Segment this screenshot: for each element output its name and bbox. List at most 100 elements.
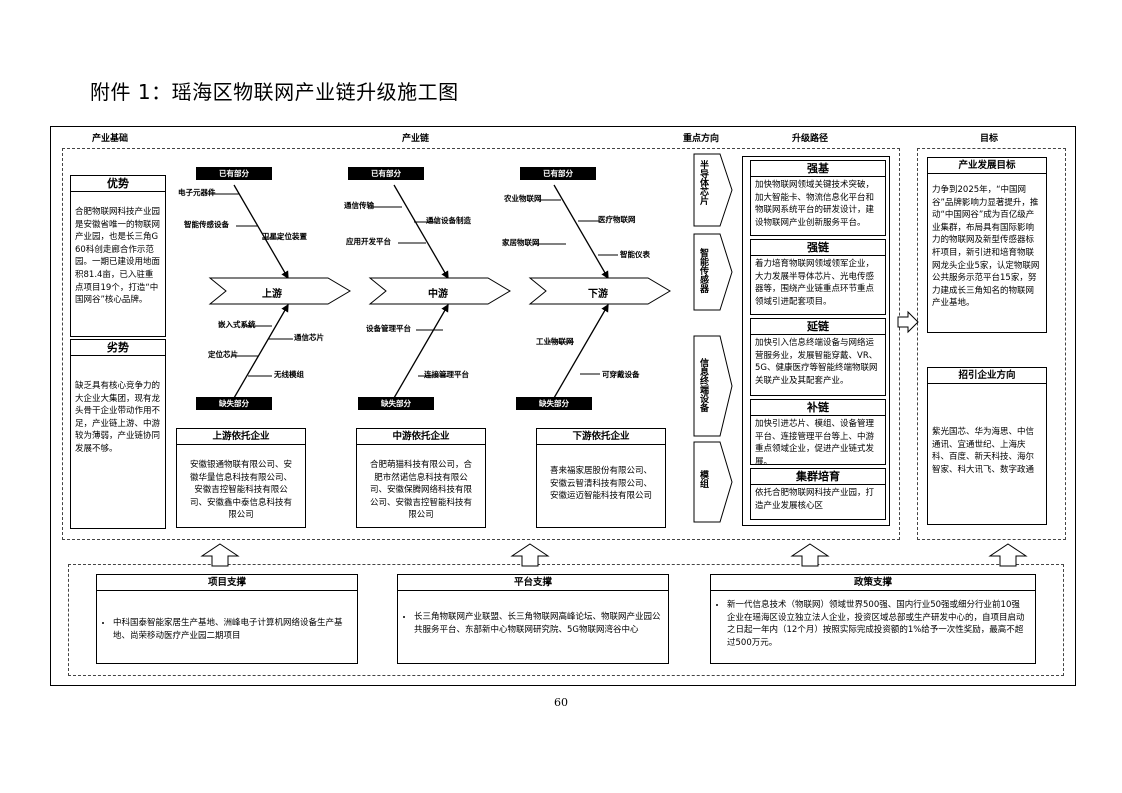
path-box: 强基 加快物联网领域关键技术突破，加大智能卡、物流信息化平台和物联网系统平台的研…	[750, 160, 886, 236]
support-list: 新一代信息技术（物联网）领域世界500强、国内行业50强或细分行业前10强企业在…	[711, 599, 1035, 649]
upstream-item: 智能传感设备	[184, 220, 229, 229]
page-number: 60	[554, 696, 568, 709]
path-box: 补链 加快引进芯片、模组、设备管理平台、连接管理平台等上、中游重点领域企业，促进…	[750, 399, 886, 467]
up-arrow-icon	[510, 543, 550, 567]
midstream-item: 设备管理平台	[366, 324, 411, 333]
support-list: 长三角物联网产业联盟、长三角物联网高峰论坛、物联网产业园公共服务平台、东部新中心…	[398, 611, 668, 636]
focus-shapes	[693, 153, 733, 523]
support-title: 平台支撑	[398, 575, 668, 591]
path-title: 集群培育	[751, 469, 885, 485]
header-goal: 目标	[980, 134, 999, 144]
downstream-chevron	[528, 277, 671, 305]
downstream-top-spine	[553, 184, 609, 280]
platform-support-box: 平台支撑 长三角物联网产业联盟、长三角物联网高峰论坛、物联网产业园公共服务平台、…	[397, 574, 669, 664]
upstream-label: 上游	[262, 289, 282, 300]
weakness-title: 劣势	[71, 340, 165, 356]
path-title: 补链	[751, 400, 885, 416]
upstream-company-box: 上游依托企业 安徽银通物联有限公司、安徽华量信息科技有限公司、安徽吉控智能科技有…	[176, 428, 306, 528]
downstream-item: 医疗物联网	[598, 215, 636, 224]
path-box: 延链 加快引入信息终端设备与网络运营服务业，发展智能穿戴、VR、5G、健康医疗等…	[750, 318, 886, 396]
path-title: 强链	[751, 240, 885, 256]
upstream-item: 卫星定位装置	[262, 232, 307, 241]
path-box: 强链 着力培育物联网领域领军企业，大力发展半导体芯片、光电传感器等，围绕产业链重…	[750, 239, 886, 315]
downstream-item: 家居物联网	[502, 238, 540, 247]
support-title: 项目支撑	[97, 575, 357, 591]
up-arrow-icon	[790, 543, 830, 567]
page-title: 附件 1：瑶海区物联网产业链升级施工图	[90, 80, 459, 104]
missing-tag-downstream: 缺失部分	[516, 397, 592, 410]
upstream-company-text: 安徽银通物联有限公司、安徽华量信息科技有限公司、安徽吉控智能科技有限公司、安徽鑫…	[189, 460, 292, 521]
support-text: 新一代信息技术（物联网）领域世界500强、国内行业50强或细分行业前10强企业在…	[727, 599, 1027, 649]
downstream-bottom-spine	[553, 303, 609, 399]
header-foundation: 产业基础	[92, 134, 129, 144]
path-text: 加快引进芯片、模组、设备管理平台、连接管理平台等上、中游重点领域企业，促进产业链…	[755, 419, 875, 467]
header-path: 升级路径	[792, 134, 829, 144]
downstream-item: 农业物联网	[504, 194, 542, 203]
advantage-text: 合肥物联网科技产业园是安徽省唯一的物联网产业园，也是长三角G60科创走廊合作示范…	[75, 207, 161, 306]
focus-item: 半导体芯片	[698, 160, 708, 205]
header-chain: 产业链	[402, 134, 430, 144]
header-focus: 重点方向	[683, 134, 720, 144]
invest-title: 招引企业方向	[928, 368, 1046, 384]
upstream-item: 嵌入式系统	[218, 320, 256, 329]
upstream-top-spine	[233, 184, 289, 280]
path-text: 加快引入信息终端设备与网络运营服务业，发展智能穿戴、VR、5G、健康医疗等智能终…	[755, 338, 878, 386]
focus-item: 智能传感器	[698, 248, 708, 293]
midstream-item: 通信设备制造	[426, 216, 471, 225]
support-text: 中科国泰智能家居生产基地、洲峰电子计算机网络设备生产基地、尚荣移动医疗产业园二期…	[113, 617, 357, 642]
advantage-box: 优势 合肥物联网科技产业园是安徽省唯一的物联网产业园，也是长三角G60科创走廊合…	[70, 175, 166, 337]
focus-item: 模组	[698, 470, 708, 488]
midstream-item: 连接管理平台	[424, 370, 469, 379]
fishbone-diagram	[208, 184, 671, 399]
support-list: 中科国泰智能家居生产基地、洲峰电子计算机网络设备生产基地、尚荣移动医疗产业园二期…	[97, 617, 357, 642]
path-column	[742, 156, 890, 526]
downstream-item: 工业物联网	[536, 337, 574, 346]
upstream-bottom-spine	[233, 303, 289, 399]
midstream-label: 中游	[428, 289, 448, 300]
weakness-box: 劣势 缺乏具有核心竞争力的大企业大集团，现有龙头骨干企业带动作用不足，产业链上游…	[70, 339, 166, 529]
path-title: 强基	[751, 161, 885, 177]
downstream-item: 可穿戴设备	[602, 370, 640, 379]
upstream-item: 电子元器件	[178, 188, 216, 197]
diagram-frame	[50, 126, 1076, 686]
downstream-company-title: 下游依托企业	[537, 429, 665, 445]
invest-text: 紫光国芯、华为海思、中信通讯、宜通世纪、上海庆科、百度、新天科技、海尔智家、科大…	[932, 427, 1035, 475]
downstream-company-box: 下游依托企业 喜来福家居股份有限公司、安徽云智清科技有限公司、安徽运迈智能科技有…	[536, 428, 666, 528]
missing-tag-upstream: 缺失部分	[196, 397, 272, 410]
path-text: 加快物联网领域关键技术突破，加大智能卡、物流信息化平台和物联网系统平台的研发设计…	[755, 180, 875, 228]
path-title: 延链	[751, 319, 885, 335]
target-text: 力争到2025年，“中国网谷”品牌影响力显著提升，推动“中国网谷”成为百亿级产业…	[932, 185, 1040, 309]
existing-tag-upstream: 已有部分	[196, 167, 272, 180]
missing-tag-midstream: 缺失部分	[358, 397, 434, 410]
weakness-text: 缺乏具有核心竞争力的大企业大集团，现有龙头骨干企业带动作用不足，产业链上游、中游…	[75, 381, 161, 454]
support-text: 长三角物联网产业联盟、长三角物联网高峰论坛、物联网产业园公共服务平台、东部新中心…	[414, 611, 668, 636]
midstream-top-spine	[393, 184, 449, 280]
midstream-item: 通信传输	[344, 201, 374, 210]
midstream-company-box: 中游依托企业 合肥萌猫科技有限公司，合肥市然诺信息科技有限公司、安徽保腾网络科技…	[356, 428, 486, 528]
downstream-item: 智能仪表	[620, 250, 650, 259]
policy-support-box: 政策支撑 新一代信息技术（物联网）领域世界500强、国内行业50强或细分行业前1…	[710, 574, 1036, 664]
up-arrow-icon	[200, 543, 240, 567]
invest-box: 招引企业方向 紫光国芯、华为海思、中信通讯、宜通世纪、上海庆科、百度、新天科技、…	[927, 367, 1047, 525]
midstream-bottom-spine	[393, 303, 449, 399]
upstream-item: 无线模组	[274, 370, 304, 379]
upstream-item: 通信芯片	[294, 333, 324, 342]
up-arrow-icon	[988, 543, 1028, 567]
target-box: 产业发展目标 力争到2025年，“中国网谷”品牌影响力显著提升，推动“中国网谷”…	[927, 157, 1047, 333]
path-text: 着力培育物联网领域领军企业，大力发展半导体芯片、光电传感器等，围绕产业链重点环节…	[755, 259, 875, 307]
support-dashed-area	[68, 564, 1064, 676]
right-arrow-icon	[897, 310, 919, 334]
midstream-item: 应用开发平台	[346, 237, 391, 246]
downstream-company-text: 喜来福家居股份有限公司、安徽云智清科技有限公司、安徽运迈智能科技有限公司	[549, 466, 652, 502]
downstream-label: 下游	[588, 289, 608, 300]
midstream-company-text: 合肥萌猫科技有限公司，合肥市然诺信息科技有限公司、安徽保腾网络科技有限公司、安徽…	[369, 460, 472, 521]
main-dashed-area	[62, 148, 900, 540]
existing-tag-downstream: 已有部分	[520, 167, 596, 180]
path-text: 依托合肥物联网科技产业园，打造产业发展核心区	[755, 488, 875, 511]
existing-tag-midstream: 已有部分	[348, 167, 424, 180]
path-box: 集群培育 依托合肥物联网科技产业园，打造产业发展核心区	[750, 468, 886, 520]
target-title: 产业发展目标	[928, 158, 1046, 174]
goal-dashed-area	[917, 148, 1066, 540]
project-support-box: 项目支撑 中科国泰智能家居生产基地、洲峰电子计算机网络设备生产基地、尚荣移动医疗…	[96, 574, 358, 664]
midstream-company-title: 中游依托企业	[357, 429, 485, 445]
